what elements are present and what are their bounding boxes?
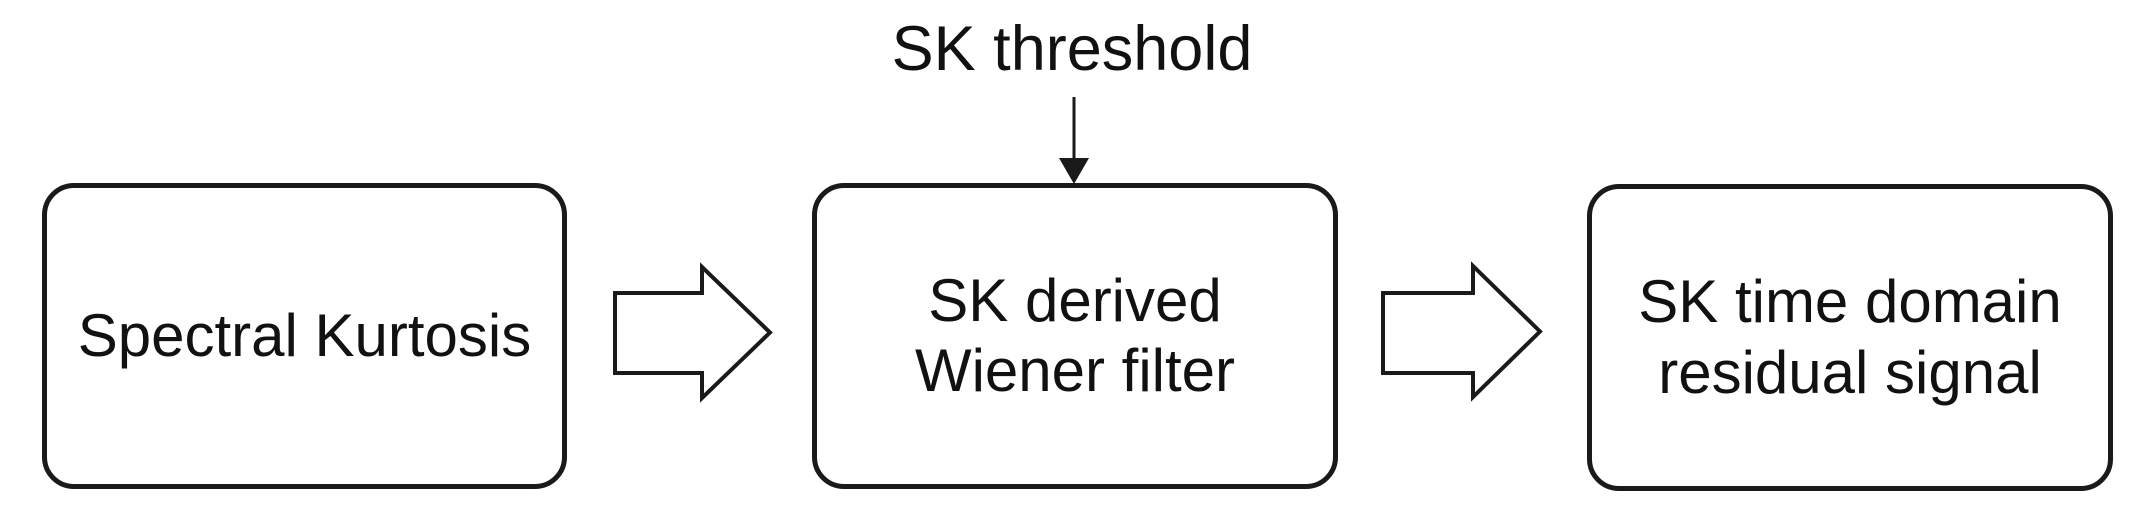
node-label-line2: Wiener filter [914,337,1236,404]
node-label: Spectral Kurtosis [77,301,532,369]
annotation-sk-threshold: SK threshold [891,14,1253,84]
block-arrow-1-icon [613,262,773,403]
node-label-line1: SK time domain [1638,268,2062,336]
node-spectral-kurtosis: Spectral Kurtosis [42,183,567,489]
block-arrow-2-icon [1381,261,1543,402]
threshold-arrowhead-icon [1059,158,1089,184]
node-sk-time-domain-residual-signal: SK time domain residual signal [1587,184,2113,491]
node-label-line2: residual signal [1658,338,2042,406]
node-label-line1: SK derived [928,266,1222,334]
node-sk-derived-wiener-filter: SK derived Wiener filter [812,183,1338,489]
